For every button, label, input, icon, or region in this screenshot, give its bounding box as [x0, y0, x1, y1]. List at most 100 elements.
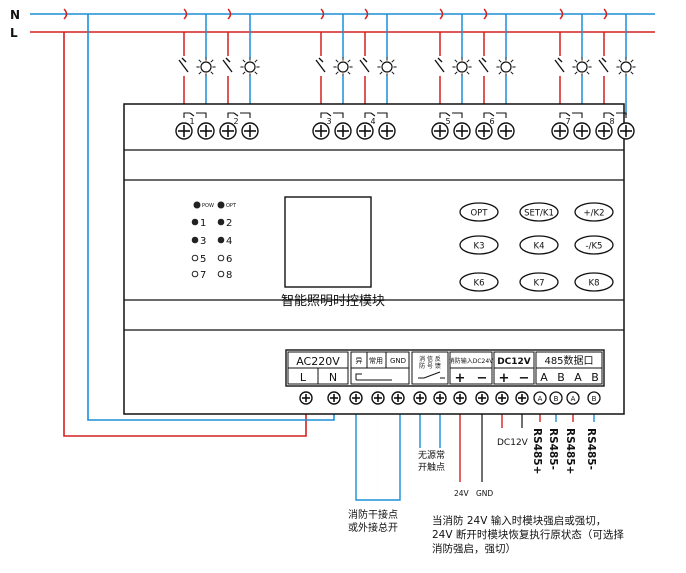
dc12v-out-label: DC12V	[497, 438, 529, 448]
ac-n-label: N	[329, 371, 337, 384]
key-button	[459, 202, 499, 222]
channel-number: 6	[489, 117, 494, 126]
switch-contact	[601, 57, 607, 63]
indicator-label: 7	[200, 270, 206, 281]
lamp-icon	[456, 61, 468, 73]
device-name: 智能照明时控模块	[281, 294, 385, 309]
rs485-terminal	[587, 391, 601, 405]
lamp-ray	[498, 59, 502, 63]
lamp-icon	[620, 61, 632, 73]
lamp-ray	[210, 59, 214, 63]
relay-contact	[565, 112, 571, 117]
indicator-led	[193, 201, 201, 209]
relay-contact	[559, 112, 566, 118]
switch-contact	[318, 57, 324, 63]
switch-contact	[359, 59, 370, 73]
indicator-led	[217, 254, 225, 262]
lamp-icon	[337, 61, 349, 73]
n-bus-label: N	[10, 8, 20, 22]
relay-contact	[609, 112, 615, 117]
switch-contact	[557, 57, 563, 63]
relay-contact	[183, 112, 190, 118]
wire-hop	[364, 8, 369, 20]
lamp-ray	[466, 71, 470, 75]
minus-sign: −	[477, 371, 488, 386]
rs485-pin-label: A	[540, 371, 548, 384]
wire-hop	[63, 8, 68, 20]
lamp-ray	[347, 71, 351, 75]
channel-number: 7	[565, 117, 570, 126]
relay-contact	[227, 112, 234, 118]
switch-contact	[478, 59, 489, 73]
key-button	[574, 202, 614, 222]
gnd-label: GND	[390, 357, 406, 365]
text-line: 或外接总开	[348, 521, 398, 534]
channel-number: 4	[370, 117, 375, 126]
indicator-label: 8	[226, 270, 232, 281]
fire-dry-contact-label: 消防干接点或外接总开	[348, 508, 398, 534]
key-label: OPT	[470, 209, 488, 219]
rs485-pin-label: A	[574, 371, 582, 384]
key-button	[519, 272, 559, 292]
key-label: K6	[474, 279, 485, 289]
text-line: 当消防 24V 输入时模块强启或强切，	[432, 514, 606, 527]
switch-contact	[181, 57, 187, 63]
relay-contact	[233, 112, 239, 117]
indicator-led	[217, 270, 225, 278]
lamp-ray	[335, 71, 339, 75]
lamp-ray	[454, 71, 458, 75]
indicator-label: POW	[202, 203, 214, 209]
key-label: K4	[534, 242, 545, 252]
contact-symbol	[355, 373, 362, 380]
relay-contact	[489, 112, 495, 117]
indicator-label: 2	[226, 218, 232, 229]
lamp-ray	[586, 59, 590, 63]
lamp-ray	[379, 71, 383, 75]
key-button	[574, 235, 614, 255]
lamp-ray	[391, 71, 395, 75]
relay-contact	[603, 112, 610, 118]
indicator-led	[191, 270, 199, 278]
rs485-plus-label: RS485+	[531, 428, 543, 474]
lamp-ray	[466, 59, 470, 63]
wire-hop	[439, 8, 444, 20]
lamp-ray	[254, 59, 258, 63]
lamp-ray	[618, 59, 622, 63]
lamp-icon	[244, 61, 256, 73]
relay-contact	[572, 112, 583, 118]
rs485-pin-label: B	[591, 371, 599, 384]
relay-contact	[364, 112, 371, 118]
v24-label: 24V	[454, 489, 470, 498]
relay-contact	[483, 112, 490, 118]
rs485-minus-label: RS485-	[547, 428, 559, 470]
l-feed-wire	[63, 32, 307, 437]
lamp-ray	[198, 59, 202, 63]
lamp-ray	[630, 59, 634, 63]
lamp-ray	[335, 59, 339, 63]
channel-number: 8	[609, 117, 614, 126]
indicator-label: 4	[226, 236, 232, 247]
fire-input-label: 消防输入DC24V	[449, 357, 494, 365]
relay-contact	[320, 112, 327, 118]
lamp-ray	[618, 71, 622, 75]
indicator-label: 6	[226, 254, 232, 265]
text-line: 无源常	[418, 449, 445, 461]
wire-hop	[483, 8, 488, 20]
relay-contact	[496, 112, 507, 118]
lamp-ray	[347, 59, 351, 63]
fire-note: 当消防 24V 输入时模块强启或强切，24V 断开时模块恢复执行原状态（可选择消…	[432, 514, 624, 555]
contact-symbol	[418, 371, 441, 379]
lamp-ray	[498, 71, 502, 75]
abnormal-label: 异	[356, 357, 363, 365]
rs485-terminal	[549, 391, 563, 405]
relay-contact	[377, 112, 388, 118]
lamp-ray	[242, 71, 246, 75]
ac-l-label: L	[300, 371, 307, 384]
fire-feedback-group	[411, 351, 449, 385]
passive-contact-label: 无源常开触点	[418, 449, 445, 473]
ac-title: AC220V	[296, 355, 340, 368]
indicator-label: 3	[200, 236, 206, 247]
normal-label: 常用	[369, 356, 383, 365]
